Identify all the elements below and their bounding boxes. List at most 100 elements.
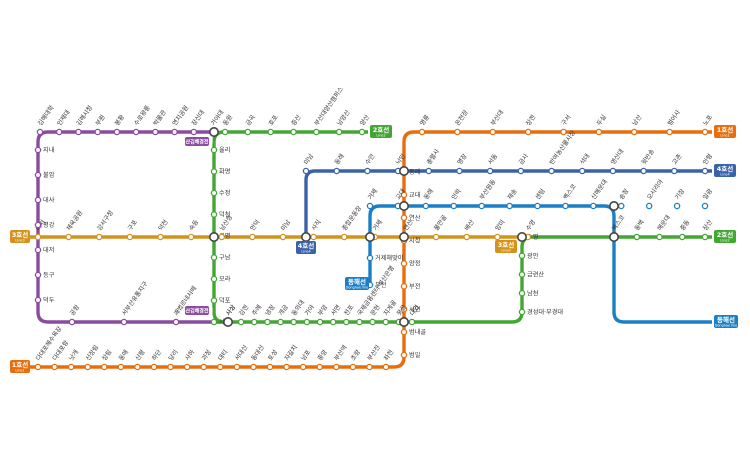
transfer-station-marker-0[interactable] [209, 127, 220, 138]
station-label-line1_top-3[interactable]: 장전 [524, 113, 537, 127]
station-label-line2_v_left-0[interactable]: 율리 [219, 146, 230, 154]
station-dot-line3_h-6[interactable] [218, 233, 225, 241]
station-label-line1_left-15[interactable]: 자갈치 [283, 344, 299, 363]
station-dot-gimhae_h_bottom-2[interactable] [172, 318, 180, 326]
station-label-gimhae_v-1[interactable]: 불암 [43, 171, 55, 179]
station-dot-line1_left-18[interactable] [333, 363, 340, 371]
station-label-line1_top-0[interactable]: 명륜 [418, 113, 431, 127]
station-dot-line2_top-4[interactable] [313, 128, 320, 136]
station-dot-donghae_h-12[interactable] [701, 202, 709, 210]
transfer-station-marker-9[interactable] [516, 232, 527, 243]
station-label-gimhae_h_bottom-3[interactable]: 사상 [224, 303, 237, 317]
transfer-station-marker-1[interactable] [209, 232, 220, 243]
station-label-donghae_v-0[interactable]: 거제해맞이 [375, 254, 403, 262]
station-dot-line1_left-0[interactable] [34, 363, 42, 371]
station-label-gimhae_v-4[interactable]: 대저 [43, 246, 54, 254]
station-label-line2_v_left-7[interactable]: 덕포 [219, 298, 231, 305]
station-label-line1_left-7[interactable]: 하단 [150, 348, 163, 362]
station-dot-donghae_h-6[interactable] [534, 202, 541, 210]
station-dot-line2_v_right-2[interactable] [518, 271, 526, 278]
station-dot-line4_h-8[interactable] [548, 167, 555, 175]
station-label-line3_h-1[interactable]: 체육공원 [65, 209, 85, 232]
station-label-line2_top-2[interactable]: 호포 [268, 114, 280, 128]
station-label-line1_left-6[interactable]: 신평 [134, 348, 147, 362]
station-label-line1_top-4[interactable]: 구서 [560, 113, 573, 127]
station-label-line4_h-13[interactable]: 안평 [701, 152, 714, 166]
station-dot-gimhae_h_top-8[interactable] [190, 128, 198, 136]
station-label-donghae_h-10[interactable]: 오시리아 [645, 178, 665, 201]
station-dot-line1_left-5[interactable] [117, 363, 125, 371]
station-dot-line3_h-3[interactable] [126, 233, 134, 241]
station-label-gimhae_v-5[interactable]: 등구 [43, 272, 55, 279]
station-dot-line3_h-9[interactable] [310, 233, 317, 241]
station-dot-line1_left-7[interactable] [150, 363, 158, 371]
station-label-line1_left-3[interactable]: 신장림 [84, 344, 100, 363]
station-label-line3_h-3[interactable]: 구포 [127, 219, 139, 233]
station-dot-gimhae_v-2[interactable] [34, 196, 42, 204]
station-dot-line4_h-12[interactable] [671, 167, 678, 175]
station-dot-line2_v_right-0[interactable] [518, 308, 526, 316]
station-label-line4_h-5[interactable]: 명장 [456, 152, 469, 166]
station-dot-donghae_h-9[interactable] [618, 202, 625, 210]
station-dot-line1_left-10[interactable] [200, 363, 207, 371]
station-label-line1_left-5[interactable]: 동매 [117, 348, 130, 362]
station-dot-line2_top-0[interactable] [221, 128, 229, 136]
station-label-gimhae_h_bottom-0[interactable]: 공항 [68, 303, 81, 317]
station-label-gimhae_h_top-3[interactable]: 부원 [94, 113, 107, 127]
station-dot-line1_vert-1[interactable] [400, 328, 408, 336]
station-dot-line1_left-1[interactable] [51, 363, 58, 371]
station-dot-donghae_h-5[interactable] [506, 202, 513, 210]
station-dot-line1_left-13[interactable] [250, 363, 257, 371]
station-label-line3_h-9[interactable]: 사직 [310, 218, 323, 232]
station-label-line3_h-8[interactable]: 미남 [279, 218, 292, 232]
station-label-line2_lower_h-3[interactable]: 냉정 [264, 303, 277, 317]
station-dot-donghae_h-11[interactable] [673, 202, 681, 210]
station-dot-line3_h-13[interactable] [432, 233, 440, 241]
station-label-gimhae_h_top-8[interactable]: 장신대 [190, 108, 207, 127]
station-label-line3_h-11[interactable]: 거제 [371, 218, 384, 232]
station-label-line4_h-9[interactable]: 석대 [578, 152, 591, 166]
station-dot-line1_left-21[interactable] [382, 363, 390, 371]
station-label-line1_left-14[interactable]: 토성 [266, 348, 279, 362]
station-label-gimhae_v-3[interactable]: 평강 [43, 221, 55, 229]
station-label-line1_left-20[interactable]: 부산진 [366, 343, 383, 362]
station-dot-line4_h-4[interactable] [425, 167, 433, 175]
station-dot-line4_h-7[interactable] [517, 167, 525, 175]
station-dot-line1_left-16[interactable] [299, 363, 307, 371]
station-label-gimhae_h_top-4[interactable]: 봉황 [113, 113, 126, 127]
station-dot-gimhae_h_top-3[interactable] [94, 128, 101, 136]
transfer-station-marker-2[interactable] [223, 316, 234, 327]
station-dot-line4_h-6[interactable] [486, 167, 494, 175]
station-dot-line1_left-20[interactable] [366, 363, 373, 371]
station-label-donghae_h-9[interactable]: 송정 [617, 187, 630, 201]
station-label-line3_h-14[interactable]: 배산 [463, 218, 476, 232]
station-label-line2_top-1[interactable]: 금곡 [245, 114, 257, 128]
station-dot-line3_h-2[interactable] [96, 233, 103, 241]
station-label-line2_v_left-1[interactable]: 화명 [219, 168, 230, 176]
station-dot-donghae_h-8[interactable] [590, 202, 597, 210]
station-label-line2_top-5[interactable]: 남양산 [335, 108, 352, 127]
station-dot-line2_top-6[interactable] [358, 128, 366, 136]
station-label-line1_vert-7[interactable]: 교대 [409, 191, 421, 199]
station-label-line2_lower_h-14[interactable]: 대연 [408, 303, 421, 317]
station-dot-line1_top-5[interactable] [595, 128, 603, 136]
station-label-line4_h-2[interactable]: 수안 [363, 152, 376, 166]
station-dot-gimhae_h_top-4[interactable] [113, 128, 121, 136]
station-label-line1_left-19[interactable]: 초량 [350, 349, 362, 363]
station-label-line1_left-13[interactable]: 동대신 [250, 343, 267, 362]
transfer-station-marker-11[interactable] [608, 201, 619, 212]
station-dot-line3_h-5[interactable] [187, 233, 195, 241]
station-dot-line3_h-1[interactable] [65, 233, 72, 241]
station-dot-gimhae_v-5[interactable] [34, 271, 42, 279]
station-label-donghae_h-5[interactable]: 재송 [506, 187, 519, 201]
station-label-line2_right_h-2[interactable]: 해운대 [656, 213, 673, 232]
station-dot-line2_top-5[interactable] [335, 128, 343, 136]
station-label-line1_left-11[interactable]: 대티 [216, 348, 229, 362]
station-dot-donghae_h-10[interactable] [645, 202, 653, 210]
station-dot-line2_v_left-8[interactable] [210, 318, 218, 326]
station-dot-line1_top-3[interactable] [524, 128, 532, 136]
station-dot-gimhae_h_bottom-0[interactable] [68, 318, 76, 326]
station-dot-line3_h-14[interactable] [463, 233, 470, 241]
station-dot-line1_left-12[interactable] [233, 363, 241, 371]
station-label-line2_right_h-1[interactable]: 동백 [633, 218, 646, 232]
